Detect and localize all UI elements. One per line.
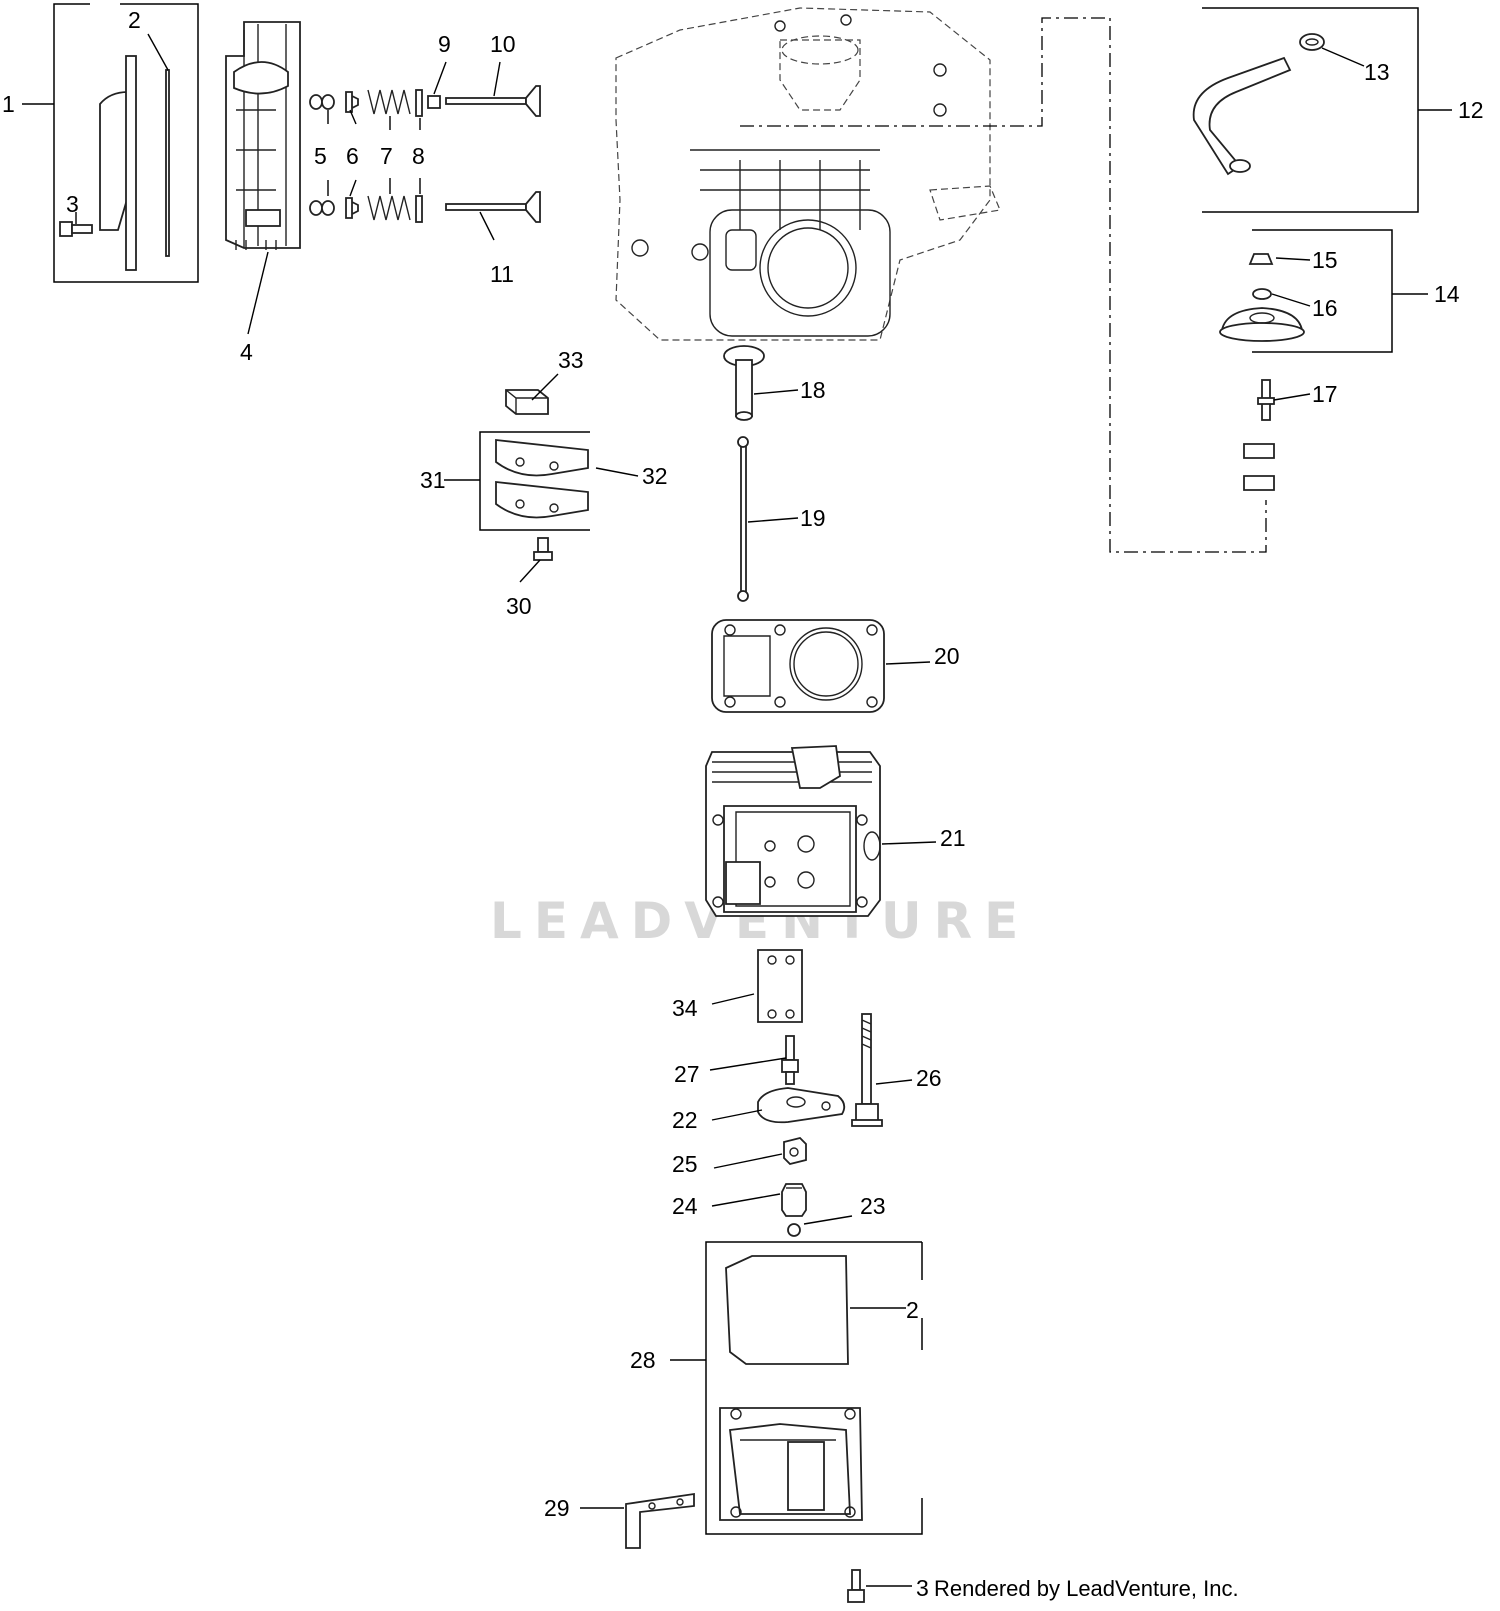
- callout-18: 18: [800, 377, 826, 403]
- cover-gasket-2: [725, 1255, 849, 1365]
- breather-cover: [1219, 307, 1305, 342]
- cover-plate: [99, 91, 129, 231]
- callout-2: 2: [128, 7, 141, 33]
- callout-24: 24: [672, 1193, 698, 1219]
- callout-31: 31: [420, 467, 446, 493]
- callout-30: 30: [506, 593, 532, 619]
- hose-clamp-13: [1299, 33, 1325, 51]
- callout-16: 16: [1312, 295, 1338, 321]
- callout-3-cover-bolt: 3: [916, 1575, 929, 1601]
- reed-valve-piece: [1243, 443, 1275, 459]
- callout-4: 4: [240, 339, 253, 365]
- breather-hose: [1192, 56, 1292, 176]
- push-rod-19: [737, 436, 749, 602]
- crankcase-ghost: [615, 7, 1001, 341]
- cover-bolt-3: [847, 1569, 865, 1603]
- exhaust-valve-11: [445, 191, 541, 223]
- set-screw-23: [787, 1223, 801, 1237]
- part-group-12: [1192, 7, 1419, 213]
- nut-15: [1248, 253, 1274, 265]
- part-group-1: [53, 3, 199, 283]
- callout-26: 26: [916, 1065, 942, 1091]
- callout-8: 8: [412, 143, 425, 169]
- callout-28: 28: [630, 1347, 656, 1373]
- callout-27: 27: [674, 1061, 700, 1087]
- rocker-stud-27: [781, 1035, 799, 1085]
- leader-lines: [22, 33, 1452, 1587]
- valve-seals-8: [415, 89, 423, 223]
- rocker-arm-22: [757, 1087, 846, 1124]
- valve-cover: [719, 1407, 863, 1521]
- callout-12: 12: [1458, 97, 1484, 123]
- callout-5: 5: [314, 143, 327, 169]
- block-33: [505, 389, 549, 415]
- bolt-3: [59, 221, 93, 237]
- callout-10: 10: [490, 31, 516, 57]
- valve-springs-7: [367, 89, 411, 221]
- callout-20: 20: [934, 643, 960, 669]
- callout-7: 7: [380, 143, 393, 169]
- head-gasket-20: [711, 619, 885, 713]
- callout-33: 33: [558, 347, 584, 373]
- valve-train: [309, 85, 541, 223]
- callout-19: 19: [800, 505, 826, 531]
- spring-retainers-6: [345, 91, 359, 219]
- callout-22: 22: [672, 1107, 698, 1133]
- bracket-29: [625, 1492, 695, 1549]
- callout-14: 14: [1434, 281, 1460, 307]
- callout-23: 23: [860, 1193, 886, 1219]
- callout-21: 21: [940, 825, 966, 851]
- gasket-strip: [165, 69, 170, 257]
- callout-9: 9: [438, 31, 451, 57]
- callout-29: 29: [544, 1495, 570, 1521]
- reed-stop-piece: [1243, 475, 1275, 491]
- cylinder-head-21: [705, 745, 881, 917]
- callout-17: 17: [1312, 381, 1338, 407]
- adjuster-nut-24: [781, 1183, 807, 1217]
- callout-1: 1: [2, 91, 15, 117]
- callout-13: 13: [1364, 59, 1390, 85]
- head-bolt-26: [851, 1013, 883, 1127]
- lifter-18: [723, 345, 765, 421]
- callouts: 1 2 3 4 5 6 7 8 9 10 11 12 13 14 15 16 1…: [2, 7, 1484, 1601]
- callout-3: 3: [66, 191, 79, 217]
- callout-2-cover-gasket: 2: [906, 1297, 919, 1323]
- screw-30: [533, 537, 553, 561]
- part-group-28: [705, 1241, 923, 1535]
- seal-16: [1252, 288, 1272, 300]
- callout-34: 34: [672, 995, 698, 1021]
- callout-32: 32: [642, 463, 668, 489]
- render-credit: Rendered by LeadVenture, Inc.: [934, 1576, 1239, 1601]
- callout-25: 25: [672, 1151, 698, 1177]
- baffle-32-lower: [495, 480, 589, 519]
- callout-11: 11: [490, 261, 514, 287]
- reference-line: [740, 17, 1267, 553]
- baffle-32-upper: [495, 438, 589, 477]
- part-group-31: [479, 431, 590, 531]
- pivot-25: [783, 1137, 807, 1165]
- valve-cap-9: [427, 95, 441, 109]
- keepers-5: [309, 94, 335, 216]
- guide-plate-34: [757, 949, 803, 1023]
- intake-valve-10: [445, 85, 541, 117]
- stud-17: [1257, 379, 1275, 421]
- part-group-14: [1219, 229, 1393, 353]
- callout-15: 15: [1312, 247, 1338, 273]
- callout-6: 6: [346, 143, 359, 169]
- cover-gasket: [125, 55, 137, 271]
- rocker-housing-4: [225, 21, 301, 250]
